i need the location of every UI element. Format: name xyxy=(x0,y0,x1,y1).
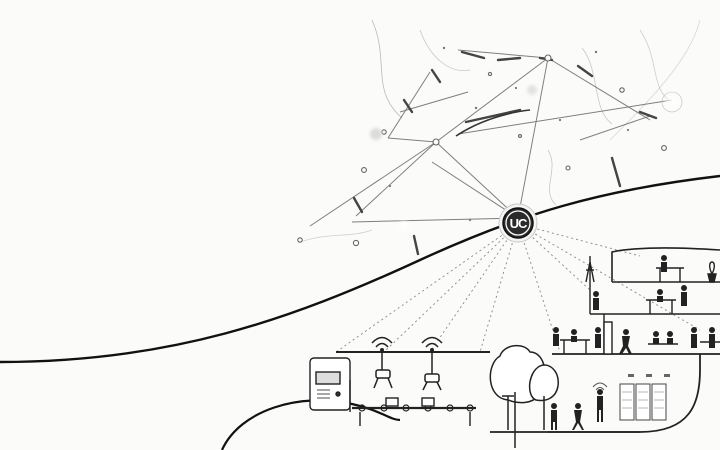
person-icon xyxy=(572,403,584,430)
uc-hub[interactable] xyxy=(498,203,538,243)
desk-icon xyxy=(656,267,684,282)
desk-icon xyxy=(560,339,590,354)
desk-icon xyxy=(648,341,720,345)
person-icon xyxy=(553,327,715,354)
ground-enclosure xyxy=(490,354,701,433)
person-icon xyxy=(657,285,687,306)
antenna-icon xyxy=(585,256,595,283)
plant-icon xyxy=(707,261,717,283)
cloud-network xyxy=(297,19,701,256)
person-icon xyxy=(597,389,603,422)
server-rack-icon xyxy=(619,374,670,421)
robot-arm-right xyxy=(422,352,442,391)
horizon-curve xyxy=(0,174,720,364)
person-icon xyxy=(551,403,557,430)
office-building xyxy=(552,247,720,355)
tree-icon xyxy=(528,364,559,430)
robot-arm-left xyxy=(373,352,393,389)
wifi-icon xyxy=(371,336,443,353)
conveyor-belt xyxy=(352,397,476,426)
street-lamp-icon xyxy=(502,395,514,430)
factory-area xyxy=(309,351,490,426)
wifi-icon xyxy=(592,382,608,391)
person-icon xyxy=(593,291,599,310)
hub-connections xyxy=(335,223,701,353)
person-icon xyxy=(661,255,667,272)
park-area xyxy=(489,344,640,448)
